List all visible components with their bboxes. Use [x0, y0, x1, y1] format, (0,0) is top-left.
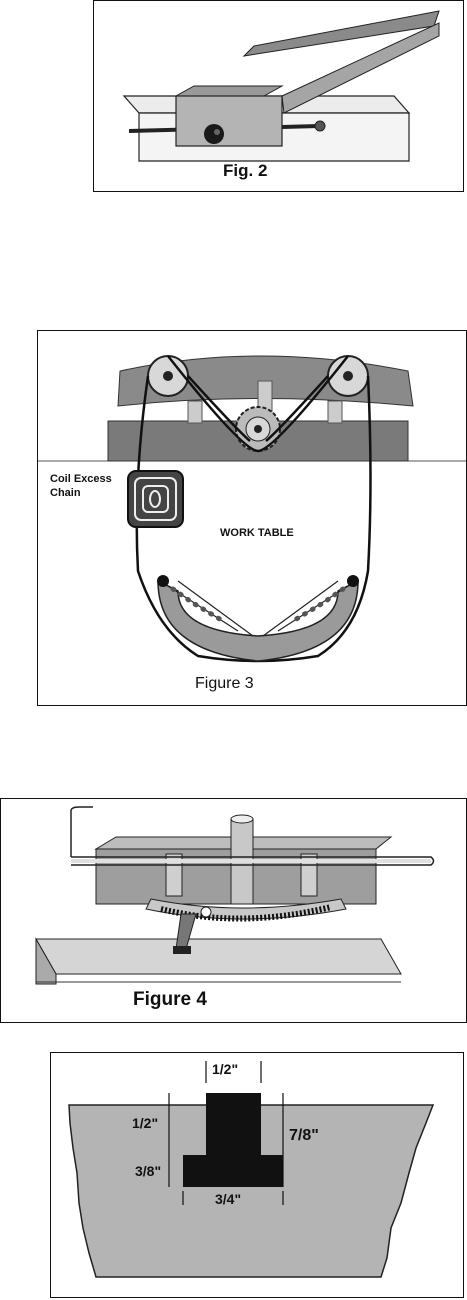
figure-2-drawing [94, 1, 463, 191]
fig3-coil-label-line1: Coil Excess [50, 473, 112, 485]
figure-4-panel: Figure 4 [0, 798, 467, 1023]
fig3-work-table-label: WORK TABLE [220, 527, 294, 539]
fig4-table-top [36, 939, 401, 974]
fig5-dim-bottom-depth: 3/8" [135, 1163, 161, 1179]
fig2-rod-end [315, 121, 325, 131]
fig5-dim-total-depth: 7/8" [289, 1127, 319, 1145]
figure-5-panel: 1/2" 1/2" 7/8" 3/8" 3/4" [50, 1052, 464, 1298]
figure-3-drawing [38, 331, 466, 705]
fig2-knob [204, 124, 224, 144]
figure-4-drawing [1, 799, 466, 1022]
fig2-block-front [176, 96, 282, 146]
figure-3-panel: Coil Excess Chain WORK TABLE Figure 3 [37, 330, 467, 706]
fig3-caption: Figure 3 [195, 675, 254, 693]
fig2-block-top [176, 86, 282, 96]
fig2-caption: Fig. 2 [223, 161, 267, 181]
figure-2-panel: Fig. 2 [93, 0, 464, 192]
fig3-coil-label-line2: Chain [50, 487, 81, 499]
figure-5-drawing [51, 1053, 463, 1297]
fig5-dim-top-depth: 1/2" [132, 1115, 158, 1131]
fig5-dim-top-width: 1/2" [212, 1061, 238, 1077]
fig5-dim-bottom-width: 3/4" [215, 1191, 241, 1207]
fig4-caption: Figure 4 [133, 989, 207, 1011]
